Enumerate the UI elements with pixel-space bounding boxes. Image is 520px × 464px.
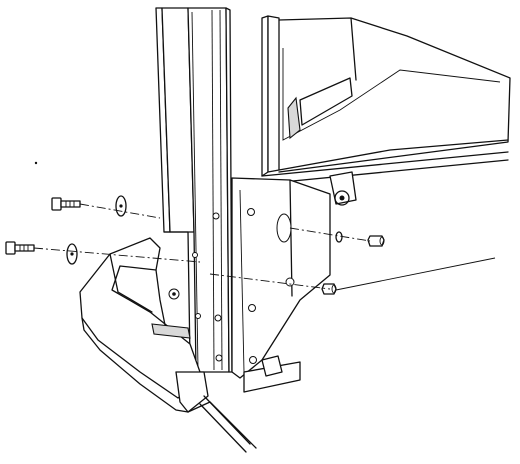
washer [335, 231, 343, 243]
nut [367, 235, 385, 247]
bracket-slot [276, 213, 292, 243]
post-hole [195, 313, 201, 319]
post-hole [214, 314, 222, 322]
bracket-hole [249, 356, 257, 364]
bracket-hole [247, 208, 255, 216]
washer [115, 195, 127, 217]
bolt [5, 241, 35, 255]
post-hole [212, 212, 220, 220]
washer [66, 243, 78, 265]
cabinet-frame [261, 15, 511, 185]
upright-post [155, 7, 233, 373]
corner-bracket [231, 171, 357, 393]
post-hole [192, 252, 198, 258]
bolt [51, 197, 81, 211]
bracket-hole [285, 277, 295, 287]
assembly-centerlines [33, 161, 496, 291]
mounted-nut-icon [261, 355, 283, 377]
mounted-nut-icon [334, 190, 350, 206]
post-hole [215, 354, 223, 362]
bracket-hole [248, 304, 256, 312]
base-foot [79, 237, 257, 453]
